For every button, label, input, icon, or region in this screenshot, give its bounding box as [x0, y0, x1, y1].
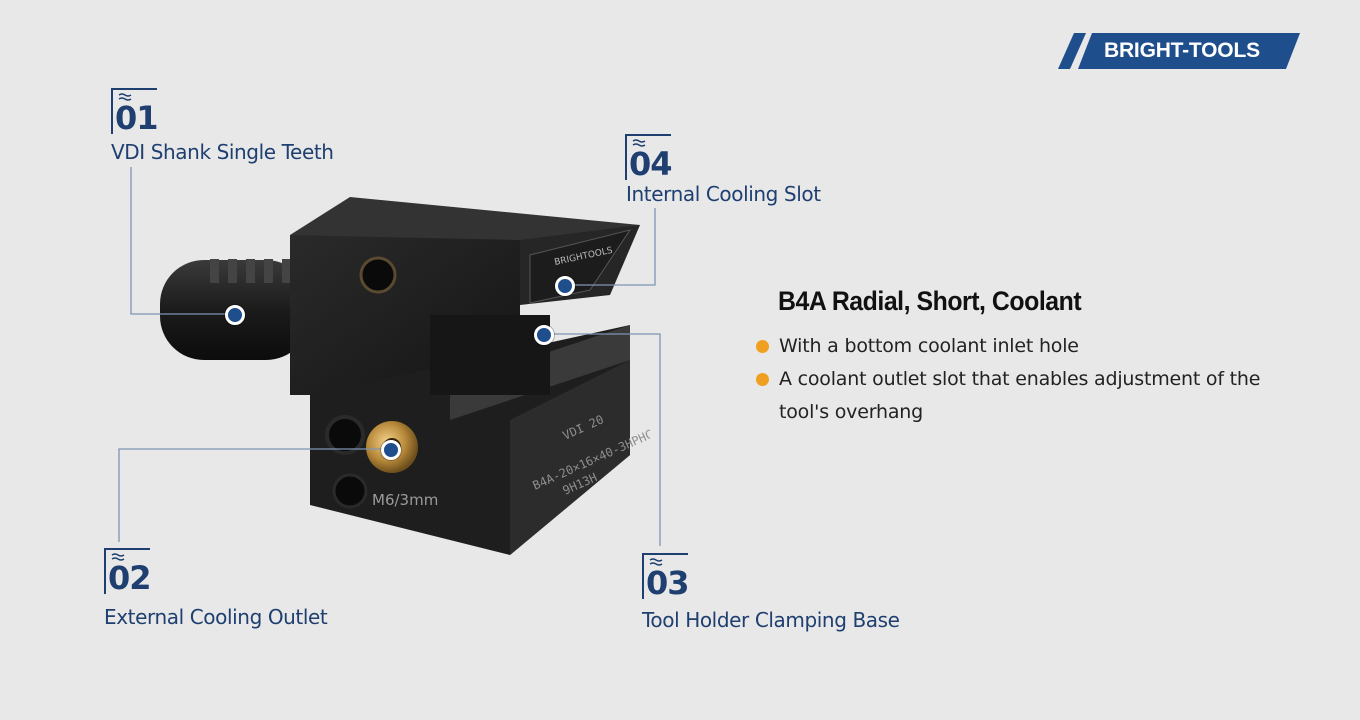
callout-number: 02 — [108, 559, 152, 597]
spec-item: A coolant outlet slot that enables adjus… — [756, 363, 1296, 429]
logo-badge — [1058, 33, 1300, 69]
hotspot-external-cooling[interactable] — [381, 440, 401, 460]
bullet-dot-icon — [756, 373, 769, 386]
callout-03-badge: 03 — [642, 553, 690, 602]
wave-frame-icon — [111, 88, 157, 134]
spec-item-text: With a bottom coolant inlet hole — [779, 335, 1079, 357]
callout-02-badge: 02 — [104, 548, 152, 597]
spec-title: B4A Radial, Short, Coolant — [778, 286, 1082, 316]
brand-logo: BRIGHT-TOOLS — [1058, 33, 1300, 69]
callout-04-label: Internal Cooling Slot — [626, 182, 821, 206]
wave-frame-icon — [625, 134, 671, 180]
callout-03-label: Tool Holder Clamping Base — [642, 608, 900, 632]
callout-number: 01 — [115, 99, 159, 137]
logo-text: BRIGHT-TOOLS — [1104, 39, 1260, 62]
callout-01-label: VDI Shank Single Teeth — [111, 140, 334, 164]
callout-01-badge: 01 — [111, 88, 159, 137]
wave-frame-icon — [642, 553, 688, 599]
callout-02-label: External Cooling Outlet — [104, 605, 328, 629]
hotspot-shank[interactable] — [225, 305, 245, 325]
spec-list: With a bottom coolant inlet hole A coola… — [756, 330, 1296, 429]
spec-item: With a bottom coolant inlet hole — [756, 330, 1296, 363]
wave-frame-icon — [104, 548, 150, 594]
callout-number: 04 — [629, 145, 673, 183]
callout-04-badge: 04 — [625, 134, 673, 183]
callout-number: 03 — [646, 564, 690, 602]
hotspot-internal-cooling[interactable] — [555, 276, 575, 296]
hotspot-clamping-base[interactable] — [534, 325, 554, 345]
spec-item-text: A coolant outlet slot that enables adjus… — [779, 368, 1261, 423]
thread-marking: M6/3mm — [372, 491, 438, 509]
bullet-dot-icon — [756, 340, 769, 353]
